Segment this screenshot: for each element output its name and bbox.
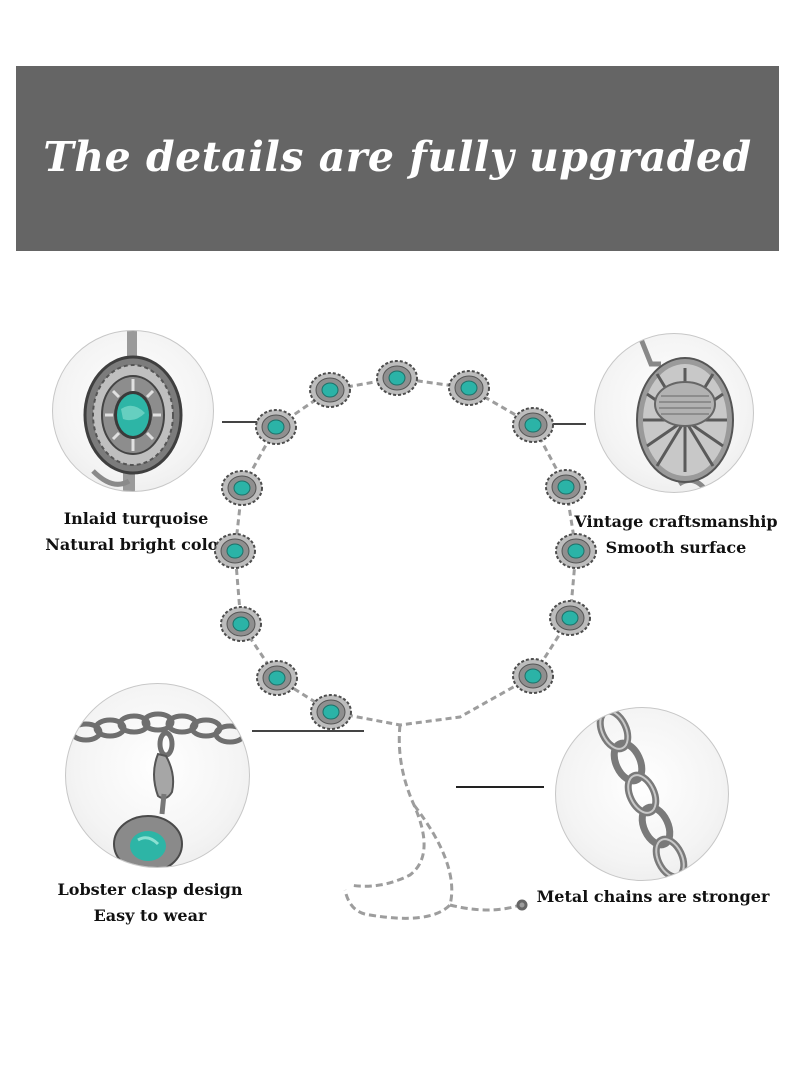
belt-concho xyxy=(310,694,352,730)
belt-concho xyxy=(376,360,418,396)
belt-concho xyxy=(221,470,263,506)
belt-concho xyxy=(545,469,587,505)
caption-bottom-right-line1: Metal chains are stronger xyxy=(536,887,770,906)
belt-concho xyxy=(512,658,554,694)
banner-title: The details are fully upgraded xyxy=(43,132,752,181)
caption-bottom-left: Lobster clasp design Easy to wear xyxy=(30,877,270,929)
belt-hanging-chain xyxy=(343,724,521,920)
caption-top-right-line1: Vintage craftsmanship xyxy=(574,512,778,531)
caption-top-left-line2: Natural bright color xyxy=(45,535,227,554)
caption-bottom-left-line1: Lobster clasp design xyxy=(57,880,243,899)
leader-top-right xyxy=(540,423,586,425)
belt-concho xyxy=(549,600,591,636)
leader-bottom-left xyxy=(252,730,364,732)
belt-concho xyxy=(255,409,297,445)
concho-chain-belt-icon xyxy=(200,345,600,935)
belt-concho xyxy=(214,533,256,569)
turquoise-concho-closeup-icon xyxy=(52,330,214,492)
belt-concho xyxy=(220,606,262,642)
chain-links-closeup-icon xyxy=(555,707,729,881)
title-banner: The details are fully upgraded xyxy=(16,66,779,251)
belt-concho xyxy=(309,372,351,408)
belt-end-bead xyxy=(516,899,528,911)
caption-bottom-left-line2: Easy to wear xyxy=(93,906,207,925)
caption-top-right: Vintage craftsmanship Smooth surface xyxy=(566,509,786,561)
caption-top-left: Inlaid turquoise Natural bright color xyxy=(20,506,252,558)
concho-back-closeup-icon xyxy=(594,333,754,493)
belt-concho xyxy=(512,407,554,443)
caption-bottom-right: Metal chains are stronger xyxy=(528,884,778,910)
leader-bottom-right xyxy=(456,786,544,788)
lobster-clasp-closeup-icon xyxy=(65,683,250,868)
belt-concho xyxy=(448,370,490,406)
caption-top-right-line2: Smooth surface xyxy=(605,538,747,557)
belt-concho xyxy=(256,660,298,696)
belt-concho xyxy=(555,533,597,569)
caption-top-left-line1: Inlaid turquoise xyxy=(63,509,209,528)
leader-top-left xyxy=(222,421,264,423)
